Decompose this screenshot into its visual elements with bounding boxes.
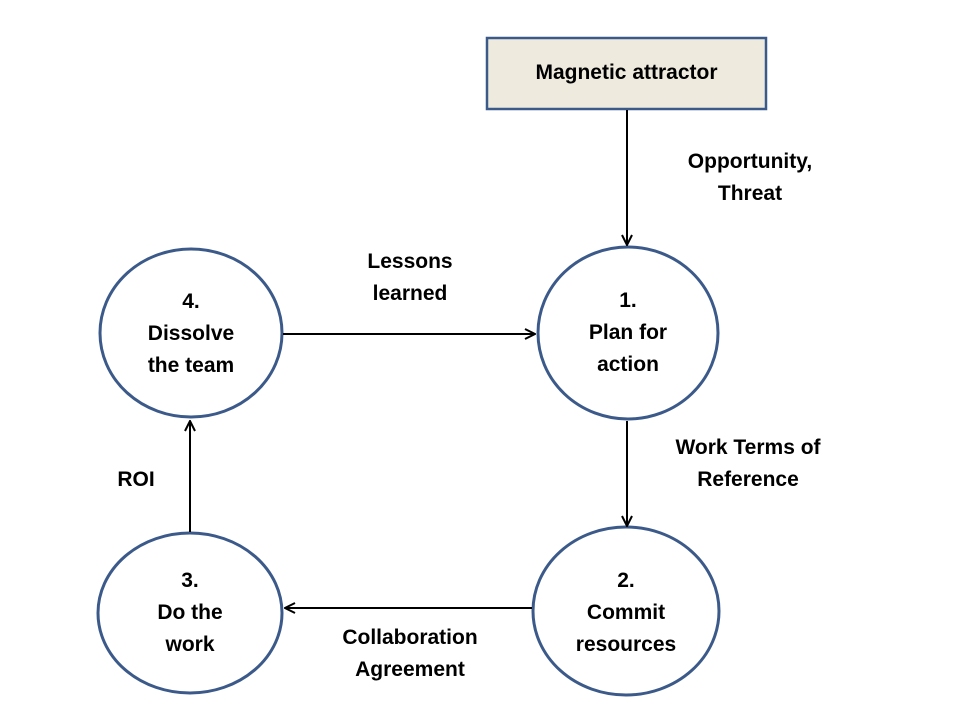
attractor-box <box>485 36 768 111</box>
node-plan-line1: Plan for <box>588 321 668 344</box>
node-work-line1: Do the <box>157 601 223 624</box>
node-work: 3. Do the work <box>98 565 282 661</box>
node-commit-number: 2. <box>617 569 635 592</box>
node-commit-line2: resources <box>575 633 677 656</box>
edge-label-attractor-to-plan-line1: Opportunity, <box>687 150 813 173</box>
edge-label-dissolve-to-plan-line2: learned <box>372 282 448 305</box>
node-dissolve-line1: Dissolve <box>147 322 235 345</box>
node-dissolve-circle <box>98 247 284 419</box>
node-commit-circle <box>531 525 721 697</box>
node-plan-line2: action <box>597 353 659 376</box>
edge-label-commit-to-work: Collaboration Agreement <box>310 622 510 686</box>
edge-label-attractor-to-plan: Opportunity, Threat <box>660 146 840 210</box>
node-plan: 1. Plan for action <box>538 285 718 381</box>
node-dissolve-number: 4. <box>182 290 200 313</box>
node-plan-circle <box>536 245 720 421</box>
edge-label-work-to-dissolve: ROI <box>96 464 176 496</box>
attractor-label: Magnetic attractor <box>535 61 718 84</box>
node-commit: 2. Commit resources <box>533 565 719 661</box>
edge-label-dissolve-to-plan: Lessons learned <box>330 246 490 310</box>
edge-label-work-to-dissolve-line1: ROI <box>117 468 155 491</box>
node-commit-line1: Commit <box>586 601 666 624</box>
edge-label-attractor-to-plan-line2: Threat <box>717 182 783 205</box>
edge-label-commit-to-work-line2: Agreement <box>355 658 465 681</box>
node-work-number: 3. <box>181 569 199 592</box>
node-dissolve-line2: the team <box>147 354 235 377</box>
edge-label-plan-to-commit-line1: Work Terms of <box>675 436 821 459</box>
edge-label-commit-to-work-line1: Collaboration <box>342 626 478 649</box>
edge-label-plan-to-commit-line2: Reference <box>697 468 799 491</box>
node-work-line2: work <box>165 633 215 656</box>
edge-label-plan-to-commit: Work Terms of Reference <box>648 432 848 496</box>
node-dissolve: 4. Dissolve the team <box>100 286 282 382</box>
node-plan-number: 1. <box>619 289 637 312</box>
node-work-circle <box>96 531 284 695</box>
edge-label-dissolve-to-plan-line1: Lessons <box>367 250 453 273</box>
